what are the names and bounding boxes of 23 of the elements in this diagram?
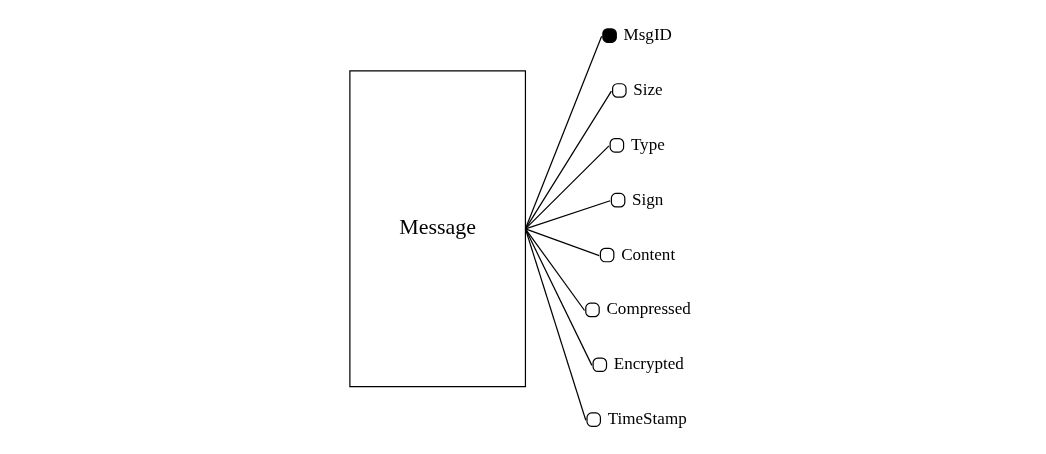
node-circle [592,357,608,373]
node-circle [586,412,602,427]
connector [524,228,600,257]
connector [524,228,586,312]
node-label: Compressed [606,299,691,319]
connector [524,228,587,421]
connector [524,145,610,230]
node-circle [585,302,600,318]
node-circle [609,138,625,153]
node-label: Size [633,79,663,99]
node-label: Type [630,134,665,154]
connector [524,200,611,230]
node-circle [610,192,626,208]
node-circle [612,83,627,98]
connector [524,228,593,366]
node-circle [599,247,615,263]
node-label: Encrypted [613,354,684,374]
connector [524,90,612,230]
node-label: Content [621,244,676,264]
node-label: Sign [632,189,664,209]
node-box: Message [349,70,527,388]
node-label: TimeStamp [607,409,687,429]
node-label: MsgID [623,25,672,45]
